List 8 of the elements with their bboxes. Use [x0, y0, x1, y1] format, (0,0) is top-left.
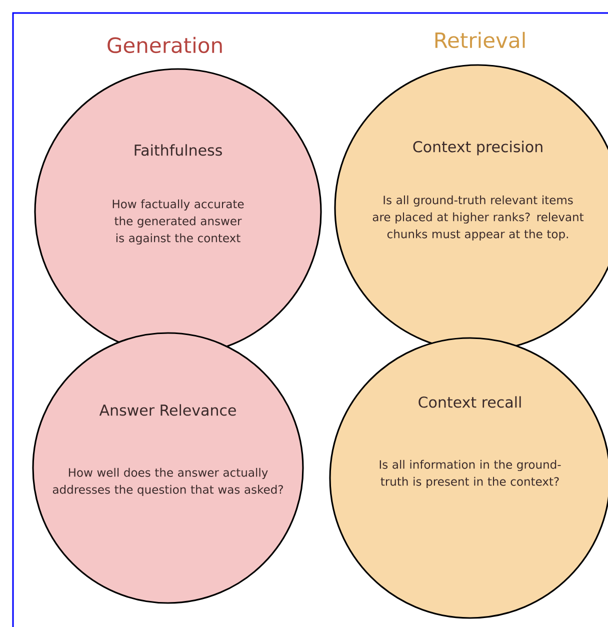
metric-heading: Context precision	[413, 140, 542, 156]
metric-heading: Faithfulness	[134, 144, 222, 156]
metric-description: How factually accurate the generated answer is against the context	[112, 199, 244, 245]
metric-description: Is all information in the ground-truth is present in the context?	[380, 460, 561, 488]
metric-description: Is all ground-truth relevant items are placed at higher ranks? relevant chunks must appear at the top.	[372, 195, 584, 241]
metric-heading: Answer Relevance	[99, 404, 236, 416]
metric-description: How well does the answer actually addresses the question that was asked?	[52, 468, 283, 496]
metric-heading: Context recall	[418, 396, 521, 408]
